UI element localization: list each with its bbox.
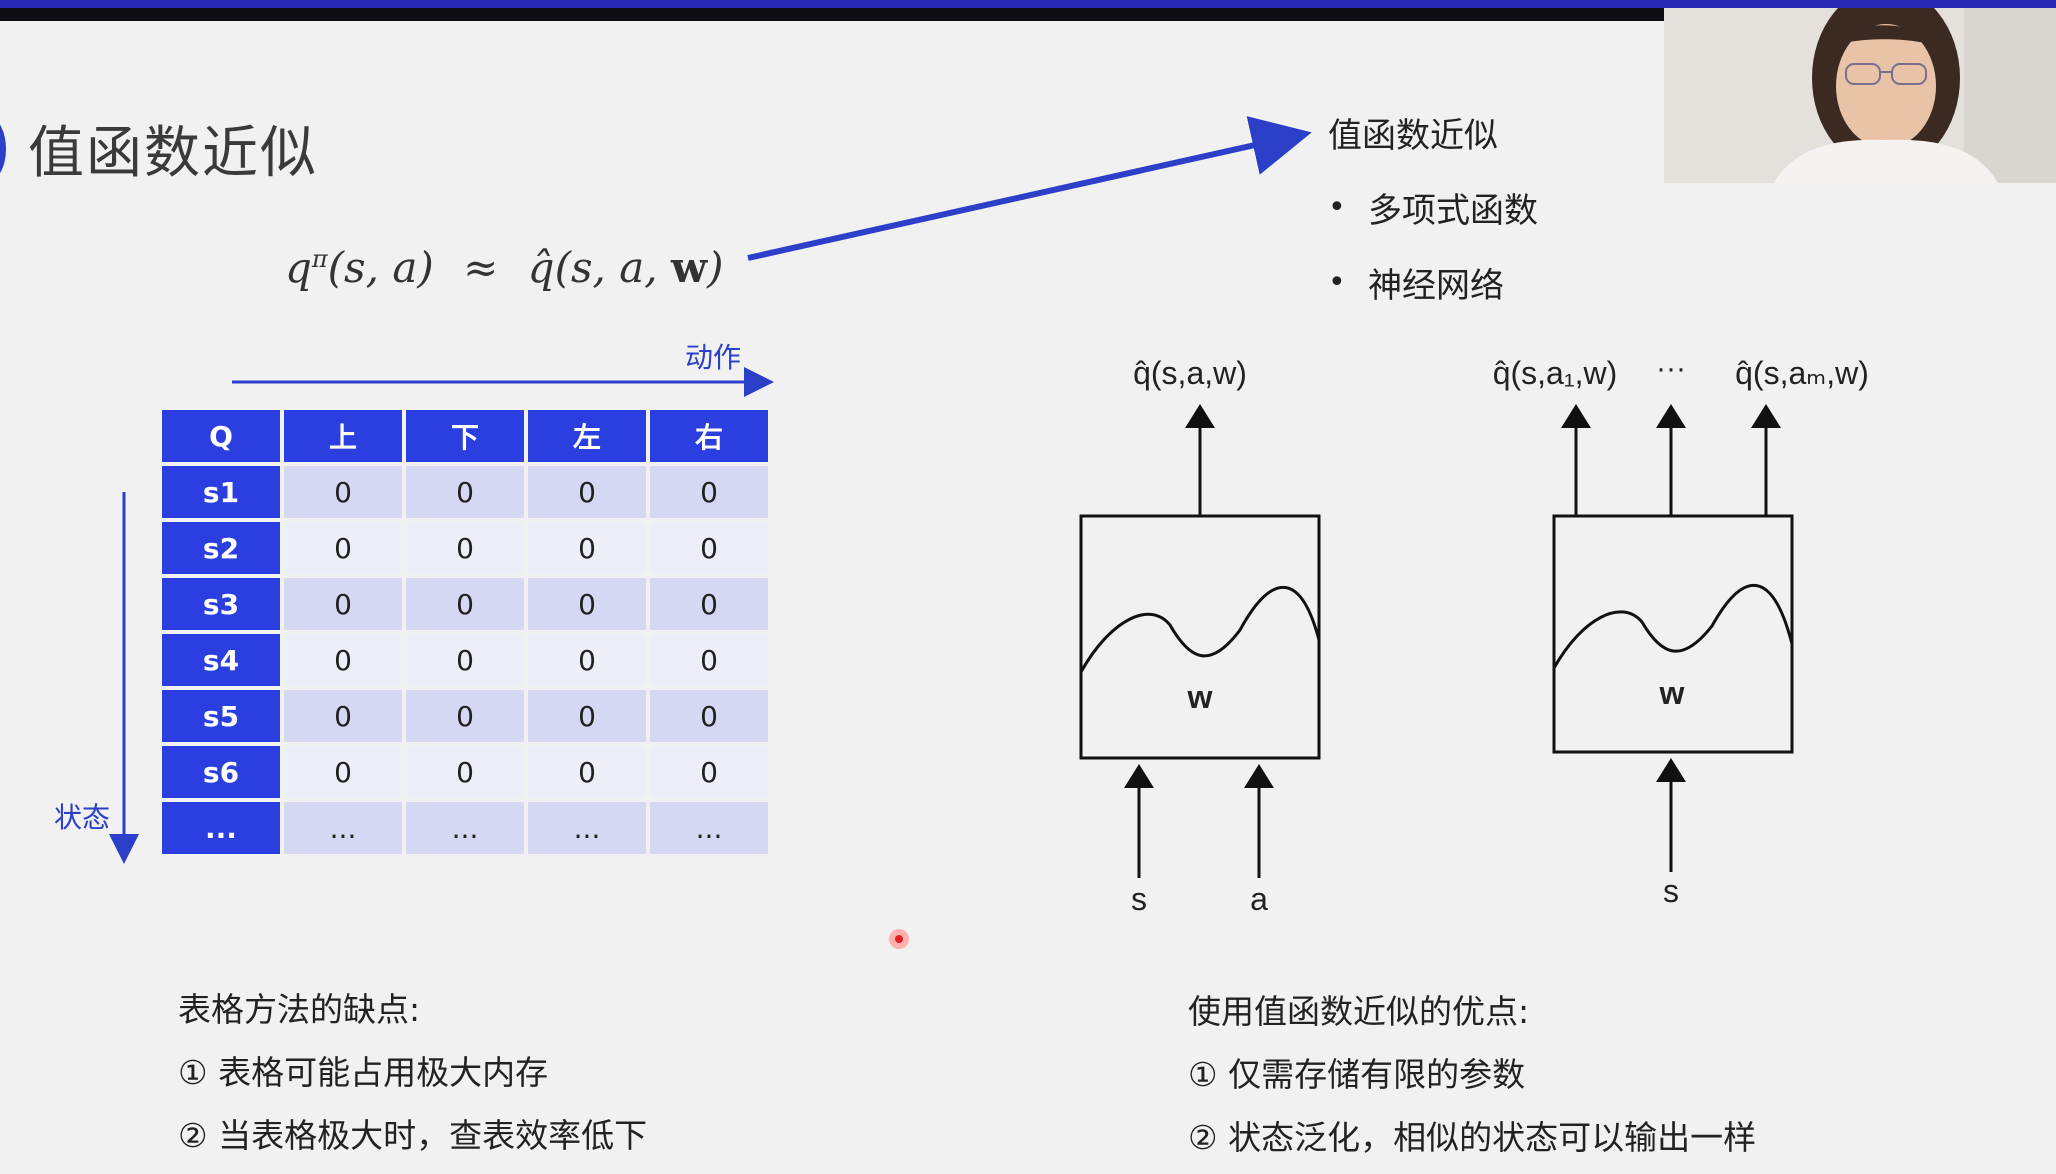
q-value-cell: 0 <box>284 690 402 742</box>
q-value-cell: 0 <box>406 746 524 798</box>
q-value-cell: 0 <box>284 746 402 798</box>
list-item-label: 多项式函数 <box>1368 191 1538 231</box>
right-network-box <box>1552 514 1794 754</box>
q-value-cell: ... <box>284 802 402 854</box>
q-value-cell: 0 <box>528 522 646 574</box>
q-value-cell: 0 <box>650 746 768 798</box>
left-input-s: s <box>1131 881 1147 917</box>
diagram-left: q̂(s,a,w) w s a <box>1079 355 1321 917</box>
q-table: Q 上 下 左 右 s1 0 0 0 0 s2 0 0 0 0 s3 0 0 0… <box>158 406 772 858</box>
webcam-overlay <box>1664 8 2056 183</box>
state-cell: s4 <box>162 634 280 686</box>
list-item: • 神经网络 <box>1328 258 1538 307</box>
q-value-cell: 0 <box>406 466 524 518</box>
header-right: 右 <box>650 410 768 462</box>
state-axis-label: 状态 <box>54 801 111 834</box>
list-item: ② 当表格极大时，查表效率低下 <box>178 1116 648 1155</box>
q-value-cell: 0 <box>528 466 646 518</box>
bullet-icon: • <box>1328 190 1346 225</box>
q-value-cell: 0 <box>406 690 524 742</box>
right-output-ellipsis: ··· <box>1656 352 1686 385</box>
q-value-cell: 0 <box>528 746 646 798</box>
q-value-cell: 0 <box>650 578 768 630</box>
table-row: s2 0 0 0 0 <box>162 522 768 574</box>
top-accent-bar <box>0 0 2056 8</box>
approximation-formula: qπ(s, a) ≈ q̂(s, a, w) <box>285 243 724 292</box>
table-row: s1 0 0 0 0 <box>162 466 768 518</box>
header-up: 上 <box>284 410 402 462</box>
right-output-last-label: q̂(s,aₘ,w) <box>1735 355 1869 391</box>
bullet-icon: • <box>1328 265 1346 300</box>
q-value-cell: 0 <box>528 690 646 742</box>
slide-top-strip <box>0 8 1664 21</box>
state-cell: s6 <box>162 746 280 798</box>
formula-lhs-args: (s, a) <box>327 243 434 292</box>
slide-title: 值函数近似 <box>28 121 318 186</box>
action-axis-label: 动作 <box>685 341 742 374</box>
table-row: ... ... ... ... ... <box>162 802 768 854</box>
q-table-header-row: Q 上 下 左 右 <box>162 410 768 462</box>
list-item: ② 状态泛化，相似的状态可以输出一样 <box>1188 1118 1757 1157</box>
q-value-cell: 0 <box>650 522 768 574</box>
state-cell: s5 <box>162 690 280 742</box>
formula-q: q <box>285 243 312 292</box>
state-cell: s3 <box>162 578 280 630</box>
q-value-cell: 0 <box>284 466 402 518</box>
q-value-cell: 0 <box>650 690 768 742</box>
right-function-curve <box>1552 584 1794 669</box>
table-row: s3 0 0 0 0 <box>162 578 768 630</box>
approximator-list: 值函数近似 • 多项式函数 • 神经网络 <box>1328 108 1538 333</box>
formula-weight: w <box>670 243 708 292</box>
q-value-cell: 0 <box>284 578 402 630</box>
left-input-a: a <box>1250 881 1268 917</box>
header-left: 左 <box>528 410 646 462</box>
approximator-list-title: 值函数近似 <box>1328 116 1498 156</box>
q-value-cell: ... <box>528 802 646 854</box>
q-value-cell: 0 <box>650 466 768 518</box>
right-output-first-label: q̂(s,a₁,w) <box>1493 355 1618 391</box>
state-cell: s1 <box>162 466 280 518</box>
header-q: Q <box>162 410 280 462</box>
list-item: ① 表格可能占用极大内存 <box>178 1053 549 1092</box>
formula-pi: π <box>311 245 328 273</box>
formula-approx: ≈ <box>463 243 499 292</box>
q-value-cell: 0 <box>406 578 524 630</box>
state-cell: ... <box>162 802 280 854</box>
list-item: ① 仅需存储有限的参数 <box>1188 1055 1526 1094</box>
state-cell: s2 <box>162 522 280 574</box>
q-value-cell: ... <box>406 802 524 854</box>
formula-close: ) <box>707 243 724 292</box>
advantages-block: 使用值函数近似的优点: ① 仅需存储有限的参数 ② 状态泛化，相似的状态可以输出… <box>1188 980 1756 1169</box>
right-input-s: s <box>1663 873 1679 909</box>
right-weight-label: w <box>1659 675 1685 711</box>
q-value-cell: 0 <box>406 522 524 574</box>
q-value-cell: 0 <box>528 578 646 630</box>
q-value-cell: 0 <box>284 522 402 574</box>
table-row: s6 0 0 0 0 <box>162 746 768 798</box>
presenter-video <box>1664 8 2056 183</box>
drawbacks-title: 表格方法的缺点: <box>178 990 421 1029</box>
pointer-indicator <box>889 929 909 949</box>
advantages-title: 使用值函数近似的优点: <box>1188 992 1530 1031</box>
q-value-cell: 0 <box>650 634 768 686</box>
section-marker <box>0 118 6 180</box>
left-network-box <box>1079 514 1321 760</box>
diagram-right: q̂(s,a₁,w) ··· q̂(s,aₘ,w) w s <box>1493 352 1869 909</box>
left-function-curve <box>1079 586 1321 673</box>
q-value-cell: 0 <box>528 634 646 686</box>
header-down: 下 <box>406 410 524 462</box>
drawbacks-block: 表格方法的缺点: ① 表格可能占用极大内存 ② 当表格极大时，查表效率低下 <box>178 978 647 1167</box>
list-item-label: 神经网络 <box>1368 266 1504 306</box>
q-value-cell: 0 <box>406 634 524 686</box>
table-row: s5 0 0 0 0 <box>162 690 768 742</box>
left-output-label: q̂(s,a,w) <box>1133 355 1247 391</box>
table-row: s4 0 0 0 0 <box>162 634 768 686</box>
q-value-cell: 0 <box>284 634 402 686</box>
formula-rhs-args: (s, a, <box>554 243 671 292</box>
left-weight-label: w <box>1187 679 1213 715</box>
q-value-cell: ... <box>650 802 768 854</box>
formula-qhat: q̂ <box>527 243 555 292</box>
list-item: • 多项式函数 <box>1328 183 1538 232</box>
